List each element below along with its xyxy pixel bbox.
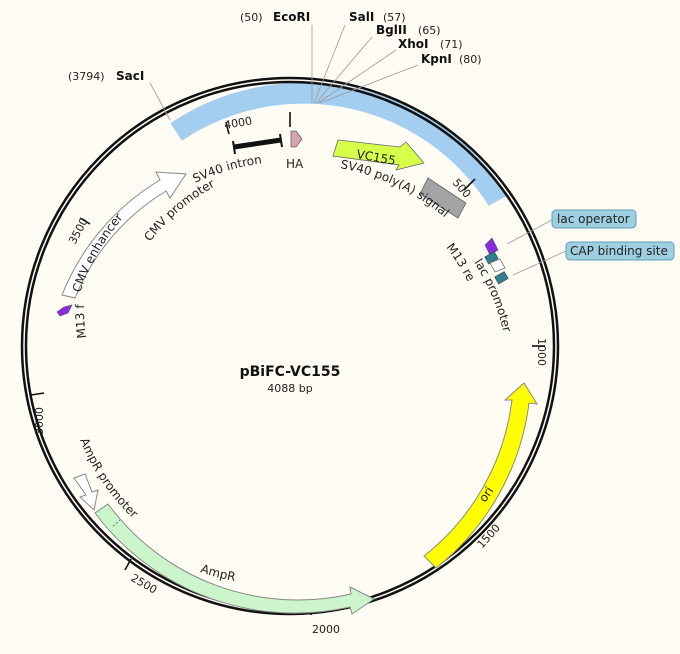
m13-fwd-arrow (56, 304, 73, 317)
ha-label: HA (286, 157, 304, 171)
site-leaders (149, 24, 419, 121)
ampr-arrow (94, 503, 375, 615)
site-kpni-pos: (80) (459, 53, 482, 66)
tick-label-2000: 2000 (312, 623, 340, 636)
sv40-intron-label: SV40 intron (190, 152, 262, 185)
vc155-label: VC155 (355, 147, 396, 168)
site-saci-name: SacI (116, 69, 144, 83)
site-sali-pos: (57) (383, 11, 406, 24)
tick-label-3500: 3500 (66, 216, 91, 247)
tick-label-1000: 1000 (535, 338, 548, 366)
vc155-arrow (332, 139, 425, 171)
tick-label-2500: 2500 (129, 571, 160, 596)
site-xhoi-pos: (71) (440, 38, 463, 51)
site-bglii-name: BglII (376, 23, 407, 37)
ampr-join-mark (112, 519, 121, 527)
site-sali-name: SalI (349, 10, 374, 24)
mcs-band (170, 82, 508, 206)
sv40-polya-box (419, 177, 467, 219)
plasmid-size: 4088 bp (267, 382, 312, 395)
tick-label-3000: 3000 (33, 407, 46, 435)
plasmid-name: pBiFC-VC155 (240, 364, 341, 380)
ori-arrow (423, 382, 538, 569)
cap-binding-callout-text: CAP binding site (570, 244, 668, 258)
site-ecori-pos: (50) (240, 11, 263, 24)
sv40-intron-cap-right (279, 133, 283, 148)
lac-operator-callout (551, 209, 637, 229)
lac-operator-leader (506, 219, 553, 245)
cmv-arrow (61, 171, 187, 299)
m13-rev-arrow (484, 237, 499, 256)
ha-arrow (290, 130, 303, 148)
site-xhoi-name: XhoI (398, 37, 429, 51)
lac-promoter-arrow (489, 258, 506, 273)
sv40-intron-cap-left (232, 140, 236, 155)
sv40-intron-bar (233, 137, 282, 150)
tick-label-4000: 4000 (223, 114, 253, 132)
site-saci-pos: (3794) (68, 70, 105, 83)
site-bglii-pos: (65) (418, 24, 441, 37)
site-kpni-name: KpnI (421, 52, 452, 66)
cap-binding-leader (512, 250, 567, 276)
cap-binding-box (494, 271, 509, 285)
cap-binding-callout (565, 241, 675, 261)
backbone-outer (20, 76, 560, 616)
ampr-promoter-arrow (73, 473, 99, 511)
tick-label-1500: 1500 (475, 522, 503, 552)
lac-operator-callout-text: lac operator (557, 212, 630, 226)
site-ecori-name: EcoRI (273, 10, 310, 24)
